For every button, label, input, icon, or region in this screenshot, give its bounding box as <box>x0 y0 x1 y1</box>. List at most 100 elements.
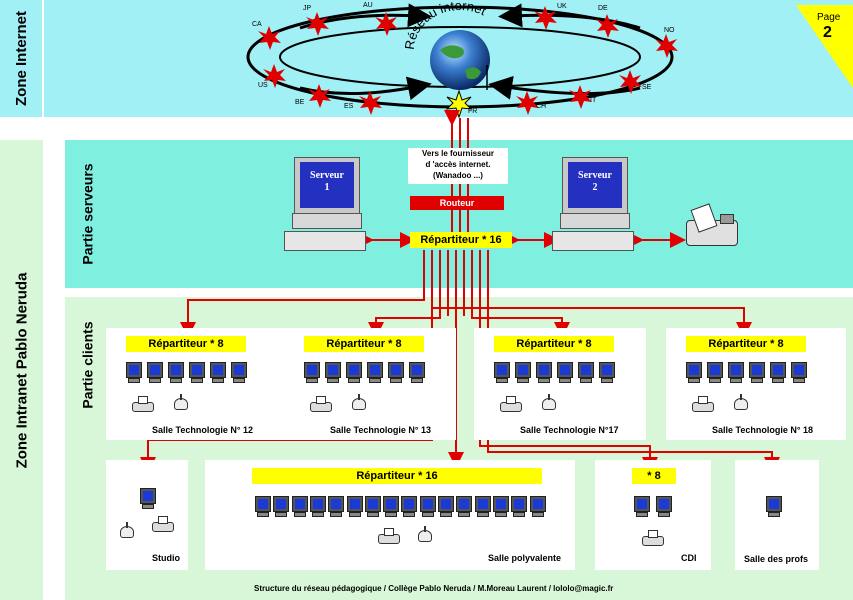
workstation-icon <box>328 496 345 518</box>
workstation-icon <box>634 496 650 518</box>
page-number: 2 <box>823 24 832 41</box>
room-studio-label: Studio <box>152 553 180 563</box>
workstation-icon <box>707 362 723 384</box>
room-switch-8: Répartiteur * 8 <box>494 336 614 352</box>
star-it <box>569 85 592 109</box>
workstation-icon <box>686 362 702 384</box>
server-2-base <box>560 213 630 229</box>
footer-credit: Structure du réseau pédagogique / Collèg… <box>254 584 614 593</box>
plotter-icon <box>350 394 368 412</box>
plotter-icon <box>172 394 190 412</box>
workstation-icon <box>438 496 454 518</box>
star-ch <box>516 91 539 115</box>
printer-icon <box>378 528 400 544</box>
star-jp <box>306 12 329 36</box>
isp-label-box: Vers le fournisseur d 'accès internet. (… <box>408 148 508 184</box>
workstation-icon <box>273 496 290 518</box>
country-fr: FR <box>468 108 478 115</box>
plotter-icon <box>732 394 750 412</box>
printer-icon <box>692 396 714 412</box>
workstation-icon <box>304 362 320 384</box>
workstation-icon <box>364 496 381 518</box>
country-us: US <box>258 82 268 89</box>
server-1-screen: Serveur 1 <box>300 162 354 208</box>
router-box: Routeur <box>410 196 504 210</box>
server-2-monitor: Serveur 2 <box>562 157 628 215</box>
star-ca <box>258 26 281 50</box>
country-es: ES <box>344 103 354 110</box>
workstation-icon <box>529 496 546 518</box>
country-it: IT <box>590 97 597 104</box>
room-switch-8: Répartiteur * 8 <box>126 336 246 352</box>
country-de: DE <box>598 5 608 12</box>
main-switch-16: Répartiteur * 16 <box>410 232 512 248</box>
workstation-icon <box>656 496 672 518</box>
workstation-icon <box>401 496 418 518</box>
workstation-icon <box>419 496 436 518</box>
plotter-icon <box>416 526 434 544</box>
room-switch-8: Répartiteur * 8 <box>686 336 806 352</box>
room-poly-label: Salle polyvalente <box>488 553 562 563</box>
printer-icon <box>642 530 664 546</box>
country-jp: JP <box>303 5 312 12</box>
intranet-zone-label-box <box>0 140 43 600</box>
country-se: SE <box>642 84 652 91</box>
server-1-keyboard <box>284 231 366 251</box>
plotter-icon <box>540 394 558 412</box>
plotter-icon <box>118 522 136 540</box>
country-uk: UK <box>557 3 567 10</box>
room-technologie-label: Salle Technologie N° 18 <box>712 425 813 435</box>
workstation-icon <box>325 362 341 384</box>
isp-line-3: (Wanadoo ...) <box>433 171 483 180</box>
country-ca: CA <box>252 21 262 28</box>
star-no <box>655 34 678 58</box>
workstation-icon <box>474 496 491 518</box>
workstation-icon <box>231 362 247 384</box>
workstation-icon <box>388 362 404 384</box>
workstation-icon <box>515 362 531 384</box>
room-studio <box>106 460 188 570</box>
workstation-icon <box>766 496 782 518</box>
server-1-base <box>292 213 362 229</box>
server-2: Serveur 2 <box>552 157 636 253</box>
star-be <box>308 84 331 108</box>
printer-icon <box>500 396 522 412</box>
printer-icon <box>310 396 332 412</box>
poly-switch-16: Répartiteur * 16 <box>252 468 542 484</box>
workstation-icon <box>536 362 552 384</box>
internet-zone-label-box <box>0 0 44 117</box>
workstation-icon <box>749 362 765 384</box>
star-se <box>619 70 642 94</box>
country-ch: CH <box>536 103 547 110</box>
workstation-icon <box>291 496 308 518</box>
workstation-icon <box>770 362 786 384</box>
workstation-icon <box>599 362 615 384</box>
isp-line-2: d 'accès internet. <box>425 160 491 169</box>
workstation-icon <box>578 362 594 384</box>
printer-icon <box>132 396 154 412</box>
country-no: NO <box>664 27 675 34</box>
workstation-icon <box>409 362 425 384</box>
workstation-icon <box>346 496 363 518</box>
workstation-icon <box>140 488 156 510</box>
page-label: Page <box>817 12 841 23</box>
star-es <box>359 91 382 115</box>
workstation-icon <box>255 496 271 518</box>
ring-arrow-top-right <box>498 3 641 30</box>
server-1: Serveur 1 <box>284 157 368 253</box>
workstation-icon <box>383 496 400 518</box>
room-switch-8: Répartiteur * 8 <box>304 336 424 352</box>
server-2-screen: Serveur 2 <box>568 162 622 208</box>
star-fr-connection <box>445 89 473 119</box>
room-technologie-label: Salle Technologie N° 12 <box>152 425 253 435</box>
room-cdi-label: CDI <box>681 553 697 563</box>
workstation-icon <box>189 362 205 384</box>
star-us <box>263 64 286 88</box>
room-technologie-label: Salle Technologie N° 13 <box>330 425 431 435</box>
workstation-icon <box>210 362 226 384</box>
workstation-icon <box>494 362 510 384</box>
cdi-switch-8: * 8 <box>632 468 676 484</box>
room-profs-label: Salle des profs <box>744 554 809 564</box>
country-be: BE <box>295 99 305 106</box>
